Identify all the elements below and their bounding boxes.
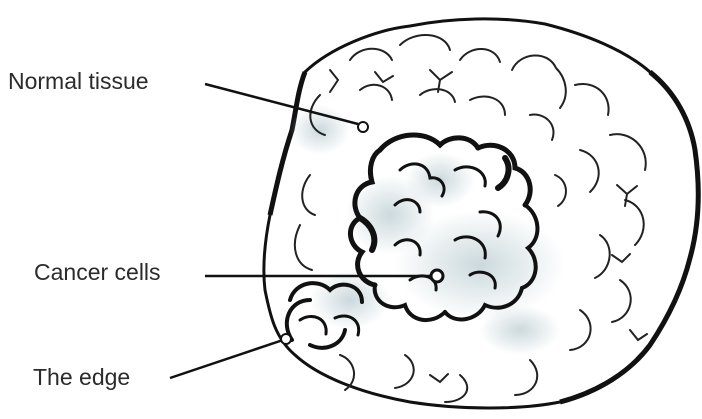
marker-the-edge [281,334,291,344]
leader-line-edge [170,340,283,378]
label-normal-tissue: Normal tissue [8,70,149,93]
label-cancer-cells: Cancer cells [34,261,161,284]
marker-cancer-cells [431,270,443,282]
marker-normal-tissue [358,122,368,132]
label-the-edge: The edge [33,366,130,389]
